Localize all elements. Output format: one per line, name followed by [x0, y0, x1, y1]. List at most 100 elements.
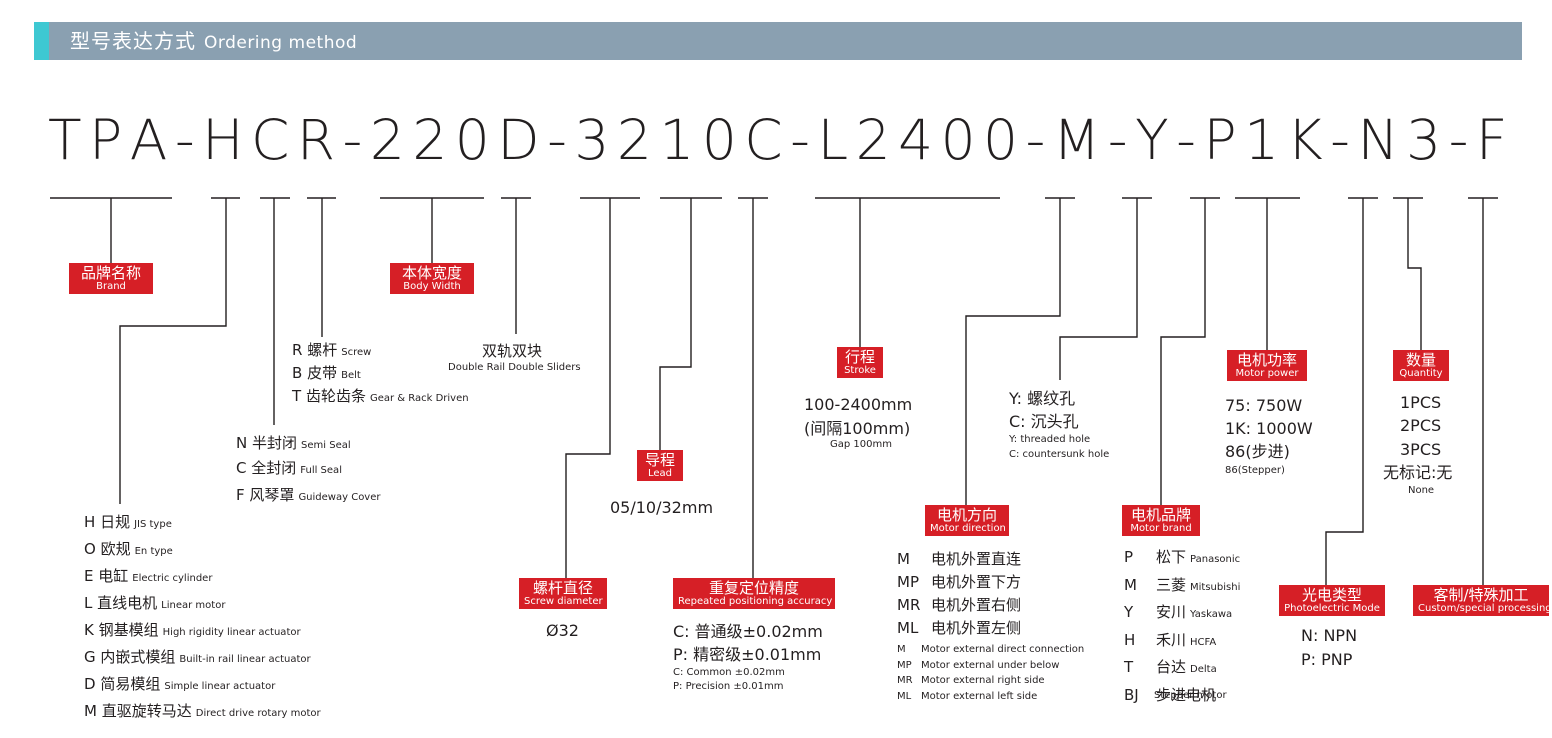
code-char: -: [1448, 108, 1469, 172]
quantity-none: 无标记:无: [1383, 463, 1453, 482]
double-rail-en: Double Rail Double Sliders: [448, 362, 581, 373]
power-stepper-en: 86(Stepper): [1225, 465, 1285, 476]
code-char: -: [174, 108, 195, 172]
code-char: T: [48, 108, 82, 172]
tag-accuracy-en: Repeated positioning accuracy: [678, 596, 833, 607]
section-header-bar: [34, 22, 1522, 60]
tag-brand-en: Brand: [96, 281, 126, 292]
tag-motor-direction-en: Motor direction: [930, 523, 1006, 534]
tag-accuracy-cn: 重复定位精度: [708, 579, 799, 597]
tag-custom-cn: 客制/特殊加工: [1433, 586, 1529, 604]
quantity-2: 2PCS: [1400, 416, 1442, 435]
code-char: 2: [412, 108, 448, 172]
hole-threaded: Y: 螺纹孔: [1009, 389, 1076, 408]
code-char: 2: [369, 108, 405, 172]
code-char: 1: [1244, 108, 1280, 172]
code-char: 2: [616, 108, 652, 172]
tag-body-width-cn: 本体宽度: [401, 264, 462, 282]
tag-screw-diameter-cn: 螺杆直径: [532, 579, 593, 597]
code-char: 4: [898, 108, 934, 172]
code-char: P: [1203, 108, 1237, 172]
hole-countersunk: C: 沉头孔: [1009, 412, 1079, 431]
power-750: 75: 750W: [1225, 396, 1303, 415]
code-char: N: [1357, 108, 1399, 172]
tag-photo-type-en: Photoelectric Mode: [1284, 603, 1380, 614]
quantity-3: 3PCS: [1400, 440, 1442, 459]
code-char: -: [790, 108, 811, 172]
tag-motor-power-en: Motor power: [1235, 368, 1299, 379]
tag-quantity-cn: 数量: [1405, 351, 1436, 369]
code-char: L: [817, 108, 849, 172]
tag-motor-power-cn: 电机功率: [1236, 351, 1297, 369]
code-char: 3: [574, 108, 610, 172]
code-char: 1: [659, 108, 695, 172]
double-rail-cn: 双轨双块: [482, 342, 543, 360]
tag-quantity-en: Quantity: [1399, 368, 1443, 379]
code-char: 0: [983, 108, 1019, 172]
power-1000: 1K: 1000W: [1225, 419, 1313, 438]
tag-motor-brand-en: Motor brand: [1130, 523, 1192, 534]
code-char: H: [202, 108, 244, 172]
code-char: C: [250, 108, 290, 172]
hole-countersunk-en: C: countersunk hole: [1009, 449, 1110, 460]
code-char: 0: [940, 108, 976, 172]
code-char: Y: [1135, 108, 1169, 172]
code-char: A: [129, 108, 168, 172]
tag-stroke-cn: 行程: [844, 348, 875, 366]
code-char: -: [1330, 108, 1351, 172]
code-char: F: [1475, 108, 1508, 172]
power-stepper: 86(步进): [1225, 442, 1290, 461]
tag-lead-cn: 导程: [644, 451, 675, 469]
code-char: -: [1025, 108, 1046, 172]
code-char: 0: [701, 108, 737, 172]
code-char: -: [1107, 108, 1128, 172]
tag-lead-en: Lead: [647, 468, 673, 479]
tag-custom-en: Custom/special processing: [1418, 603, 1552, 614]
code-char: C: [744, 108, 783, 172]
stroke-gap: (间隔100mm): [804, 419, 911, 438]
tag-brand-cn: 品牌名称: [80, 264, 141, 282]
lead-value: 05/10/32mm: [610, 498, 714, 517]
code-char: K: [1286, 108, 1323, 172]
tag-photo-type-cn: 光电类型: [1301, 586, 1362, 604]
tag-motor-brand-cn: 电机品牌: [1130, 506, 1191, 524]
code-char: 0: [454, 108, 490, 172]
code-char: P: [89, 108, 123, 172]
header-accent-strip: [34, 22, 49, 60]
photo-pnp: P: PNP: [1301, 650, 1353, 669]
stroke-range: 100-2400mm: [804, 395, 913, 414]
code-char: -: [1176, 108, 1197, 172]
tag-screw-diameter-en: Screw diameter: [524, 596, 603, 607]
accuracy-common-en: C: Common ±0.02mm: [673, 667, 785, 678]
screw-diameter-value: Ø32: [546, 621, 579, 640]
photo-npn: N: NPN: [1301, 626, 1358, 645]
code-char: -: [342, 108, 363, 172]
